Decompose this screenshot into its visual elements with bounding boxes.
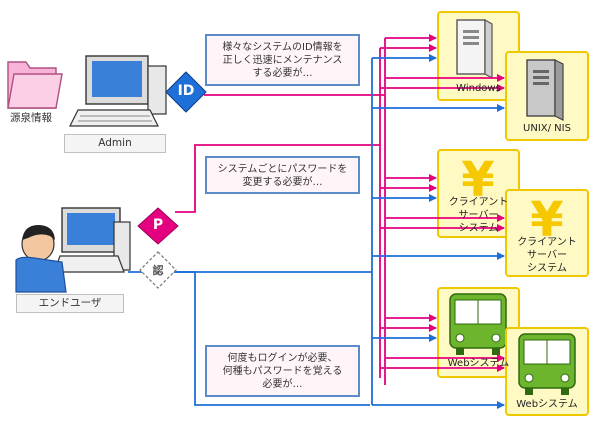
callout-top-line-2: 正しく迅速にメンテナンス	[222, 55, 343, 66]
auth-badge	[139, 251, 177, 289]
client-server-1-label: クライアント サーバー システム	[440, 196, 517, 235]
callout-middle: システムごとにパスワードを 変更する必要が…	[205, 156, 360, 194]
id-badge-label: ID	[177, 83, 195, 99]
yen-icon: ¥	[461, 152, 494, 208]
client-server-1-line-2: サーバー	[458, 210, 499, 221]
client-server-2-line-1: クライアント	[517, 237, 577, 248]
folder-icon	[7, 61, 63, 109]
unix-label: UNIX/ NIS	[523, 123, 571, 134]
admin-computer-icon	[69, 55, 167, 127]
callout-top: 様々なシステムのID情報を 正しく迅速にメンテナンス する必要が…	[205, 34, 360, 86]
bus-icon	[518, 333, 576, 395]
server-icon	[526, 59, 564, 121]
end-user-computer-icon	[53, 207, 131, 273]
client-server-1-line-1: クライアント	[448, 197, 509, 208]
auth-badge-label: 認	[152, 264, 164, 277]
callout-top-line-1: 様々なシステムのID情報を	[222, 42, 343, 53]
id-badge	[165, 71, 207, 113]
callout-top-line-3: する必要が…	[252, 68, 313, 79]
client-server-2-line-2: サーバー	[527, 250, 567, 261]
windows-label: Windows	[456, 83, 501, 94]
web-1-label: Webシステム	[447, 358, 510, 369]
client-server-1-line-3: システム	[458, 223, 499, 234]
login-connector	[128, 54, 505, 409]
system-node-unix	[505, 51, 589, 141]
password-badge	[137, 207, 179, 245]
end-user-person-icon	[15, 224, 67, 293]
web-2-label: Webシステム	[516, 399, 578, 410]
source-label: 源泉情報	[10, 112, 52, 124]
callout-bottom-line-3: 必要が…	[262, 379, 303, 390]
bus-icon	[449, 293, 507, 355]
system-node-client-server-2: ¥	[505, 189, 589, 277]
callout-middle-line-1: システムごとにパスワードを	[217, 164, 348, 175]
callout-bottom-line-2: 何種もパスワードを覚える	[222, 366, 343, 377]
password-badge-label: P	[152, 217, 164, 233]
callout-middle-line-2: 変更する必要が…	[242, 177, 323, 188]
end-user-label: エンドユーザ	[16, 294, 124, 313]
client-server-2-line-3: システム	[527, 263, 567, 274]
callout-bottom-line-1: 何度もログインが必要、	[227, 353, 338, 364]
server-icon	[456, 18, 493, 80]
system-node-web-2	[505, 327, 589, 416]
yen-icon: ¥	[530, 192, 563, 248]
callout-bottom: 何度もログインが必要、 何種もパスワードを覚える 必要が…	[205, 345, 360, 397]
password-connector	[175, 44, 505, 378]
admin-label: Admin	[64, 134, 166, 153]
client-server-2-label: クライアント サーバー システム	[508, 236, 586, 275]
